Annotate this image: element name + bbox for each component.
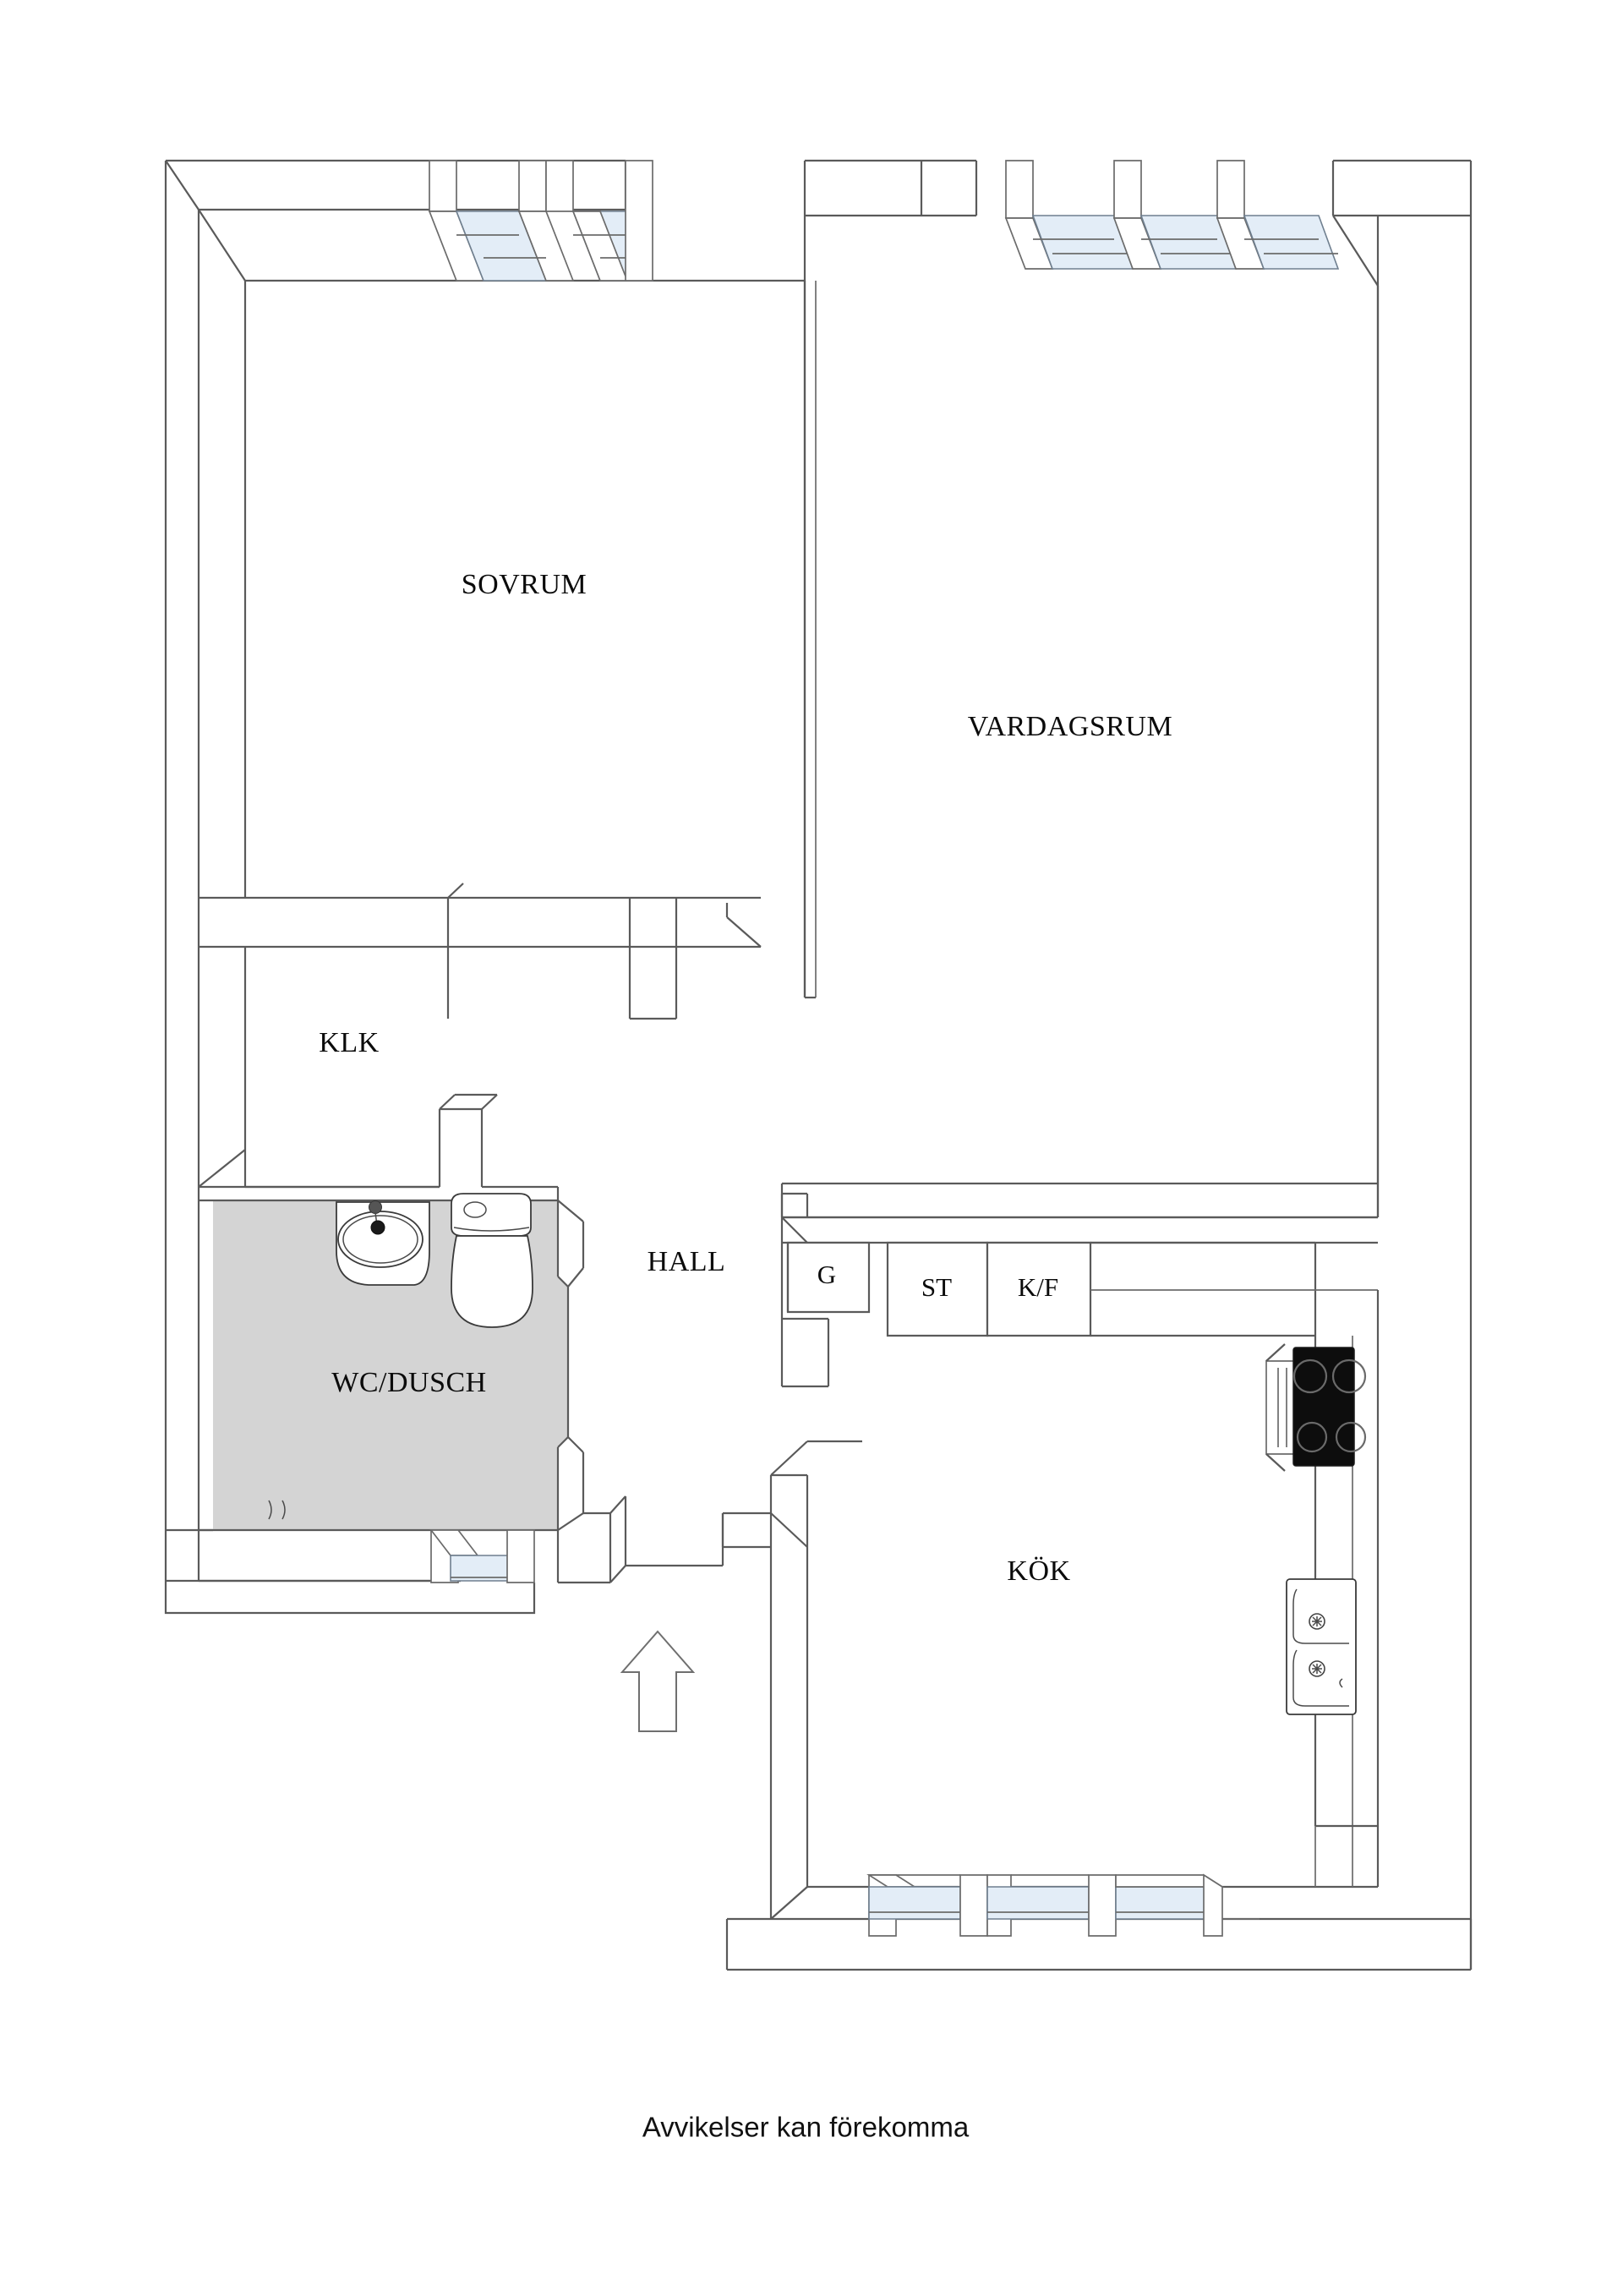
room-label-vardagsrum: VARDAGSRUM bbox=[968, 711, 1172, 742]
entrance-direction-arrow bbox=[620, 1630, 696, 1732]
window-sovrum-w2 bbox=[545, 160, 654, 282]
cooktop bbox=[1265, 1343, 1367, 1472]
room-label-klk: KLK bbox=[319, 1027, 379, 1058]
cabinet-label-st: ST bbox=[921, 1272, 952, 1302]
building-outer-walls bbox=[164, 159, 1473, 1970]
window-group-living-room bbox=[1004, 160, 1340, 270]
cabinet-label-g: G bbox=[817, 1260, 836, 1289]
room-label-sovrum: SOVRUM bbox=[462, 569, 587, 600]
kitchen-walls bbox=[721, 1290, 1473, 1971]
window-group-kitchen bbox=[866, 1873, 1260, 1937]
cabinet-labels: G ST K/F bbox=[817, 1260, 1058, 1302]
wet-room-fixtures bbox=[268, 1193, 533, 1520]
hall-walls bbox=[780, 1192, 1378, 1388]
entrance-area bbox=[620, 1513, 724, 1732]
disclaimer-caption: Avvikelser kan förekomma bbox=[642, 2112, 970, 2143]
toilet bbox=[451, 1193, 533, 1328]
kitchen-sink bbox=[1286, 1578, 1357, 1715]
living-room-walls bbox=[725, 159, 1378, 1252]
bedroom-walls bbox=[197, 159, 923, 1187]
room-labels: SOVRUM VARDAGSRUM KLK HALL WC/DUSCH KÖK bbox=[319, 569, 1172, 1587]
drain-icon-upper bbox=[1309, 1613, 1325, 1630]
floor-drain bbox=[268, 1500, 286, 1520]
washbasin bbox=[336, 1200, 430, 1286]
window-group-bedroom bbox=[428, 160, 654, 282]
room-label-hall: HALL bbox=[648, 1246, 726, 1277]
kitchen-fixtures bbox=[1265, 1343, 1367, 1715]
room-label-kok: KÖK bbox=[1007, 1555, 1070, 1587]
cabinet-label-kf: K/F bbox=[1018, 1272, 1058, 1302]
window-wc bbox=[429, 1529, 535, 1583]
room-label-wcdusch: WC/DUSCH bbox=[331, 1367, 486, 1398]
drain-icon-lower bbox=[1309, 1660, 1325, 1677]
